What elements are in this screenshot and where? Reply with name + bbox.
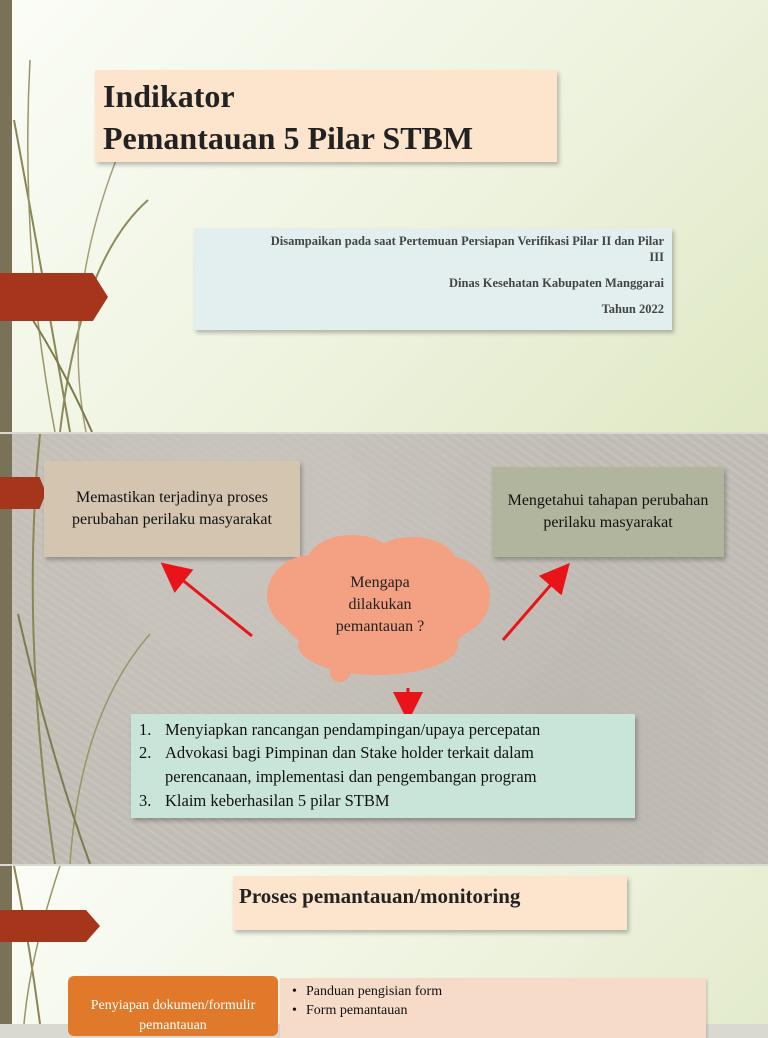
arrow-to-right-box: [501, 562, 570, 641]
cloud-line-3: pemantauan ?: [335, 618, 425, 635]
process-title: Proses pemantauan/monitoring: [239, 884, 521, 908]
title-line-2: Pemantauan 5 Pilar STBM: [103, 120, 474, 156]
process-title-box: Proses pemantauan/monitoring: [233, 876, 627, 930]
list-item: 1.Menyiapkan rancangan pendampingan/upay…: [139, 720, 541, 739]
purpose-left-text: Memastikan terjadinya proses perubahan p…: [72, 489, 272, 528]
left-accent-bar: [0, 866, 12, 1024]
cloud-question: Mengapa dilakukan pemantauan ?: [285, 572, 475, 638]
left-accent-bar: [0, 434, 12, 864]
info-box: Disampaikan pada saat Pertemuan Persiapa…: [194, 228, 672, 330]
bullet-item: Panduan pengisian form: [292, 984, 442, 1000]
grass-decoration: [13, 866, 61, 1024]
info-line-1a: Disampaikan pada saat Pertemuan Persiapa…: [270, 234, 664, 248]
purpose-box-left: Memastikan terjadinya proses perubahan p…: [44, 461, 300, 557]
process-step-line-1: Penyiapan dokumen/formulir: [90, 998, 256, 1013]
bullet-item: Form pemantauan: [292, 1003, 407, 1019]
info-line-2: Dinas Kesehatan Kabupaten Manggarai: [449, 276, 664, 290]
process-step-line-2: pemantauan: [139, 1018, 207, 1033]
thought-cloud: [267, 535, 490, 682]
process-step-box: Penyiapan dokumen/formulir pemantauan: [68, 976, 278, 1036]
list-item: 3.Klaim keberhasilan 5 pilar STBM: [139, 791, 390, 810]
slide-marker-tag: [0, 273, 108, 321]
purpose-box-right: Mengetahui tahapan perubahan perilaku ma…: [492, 467, 724, 557]
cloud-line-2: dilakukan: [348, 596, 412, 613]
title-line-1: Indikator: [103, 78, 235, 114]
reasons-list: 1.Menyiapkan rancangan pendampingan/upay…: [131, 714, 635, 818]
slide-marker-tag: [0, 910, 100, 942]
list-item: 2.Advokasi bagi Pimpinan dan Stake holde…: [139, 743, 534, 762]
arrow-to-left-box: [160, 562, 253, 638]
process-detail-box: Panduan pengisian form Form pemantauan: [280, 978, 706, 1038]
info-line-1b: III: [649, 250, 664, 264]
list-item-continuation: perencanaan, implementasi dan pengembang…: [165, 767, 537, 786]
purpose-right-text: Mengetahui tahapan perubahan perilaku ma…: [507, 492, 709, 531]
cloud-line-1: Mengapa: [350, 574, 410, 591]
info-line-3: Tahun 2022: [601, 302, 664, 316]
slide-1: Indikator Pemantauan 5 Pilar STBM Disamp…: [0, 0, 768, 432]
title-box: Indikator Pemantauan 5 Pilar STBM: [95, 70, 557, 162]
grass-decoration: [13, 59, 149, 432]
left-accent-bar: [0, 0, 12, 432]
connector-arrows: [160, 562, 570, 722]
slide-marker-tag: [0, 477, 46, 509]
